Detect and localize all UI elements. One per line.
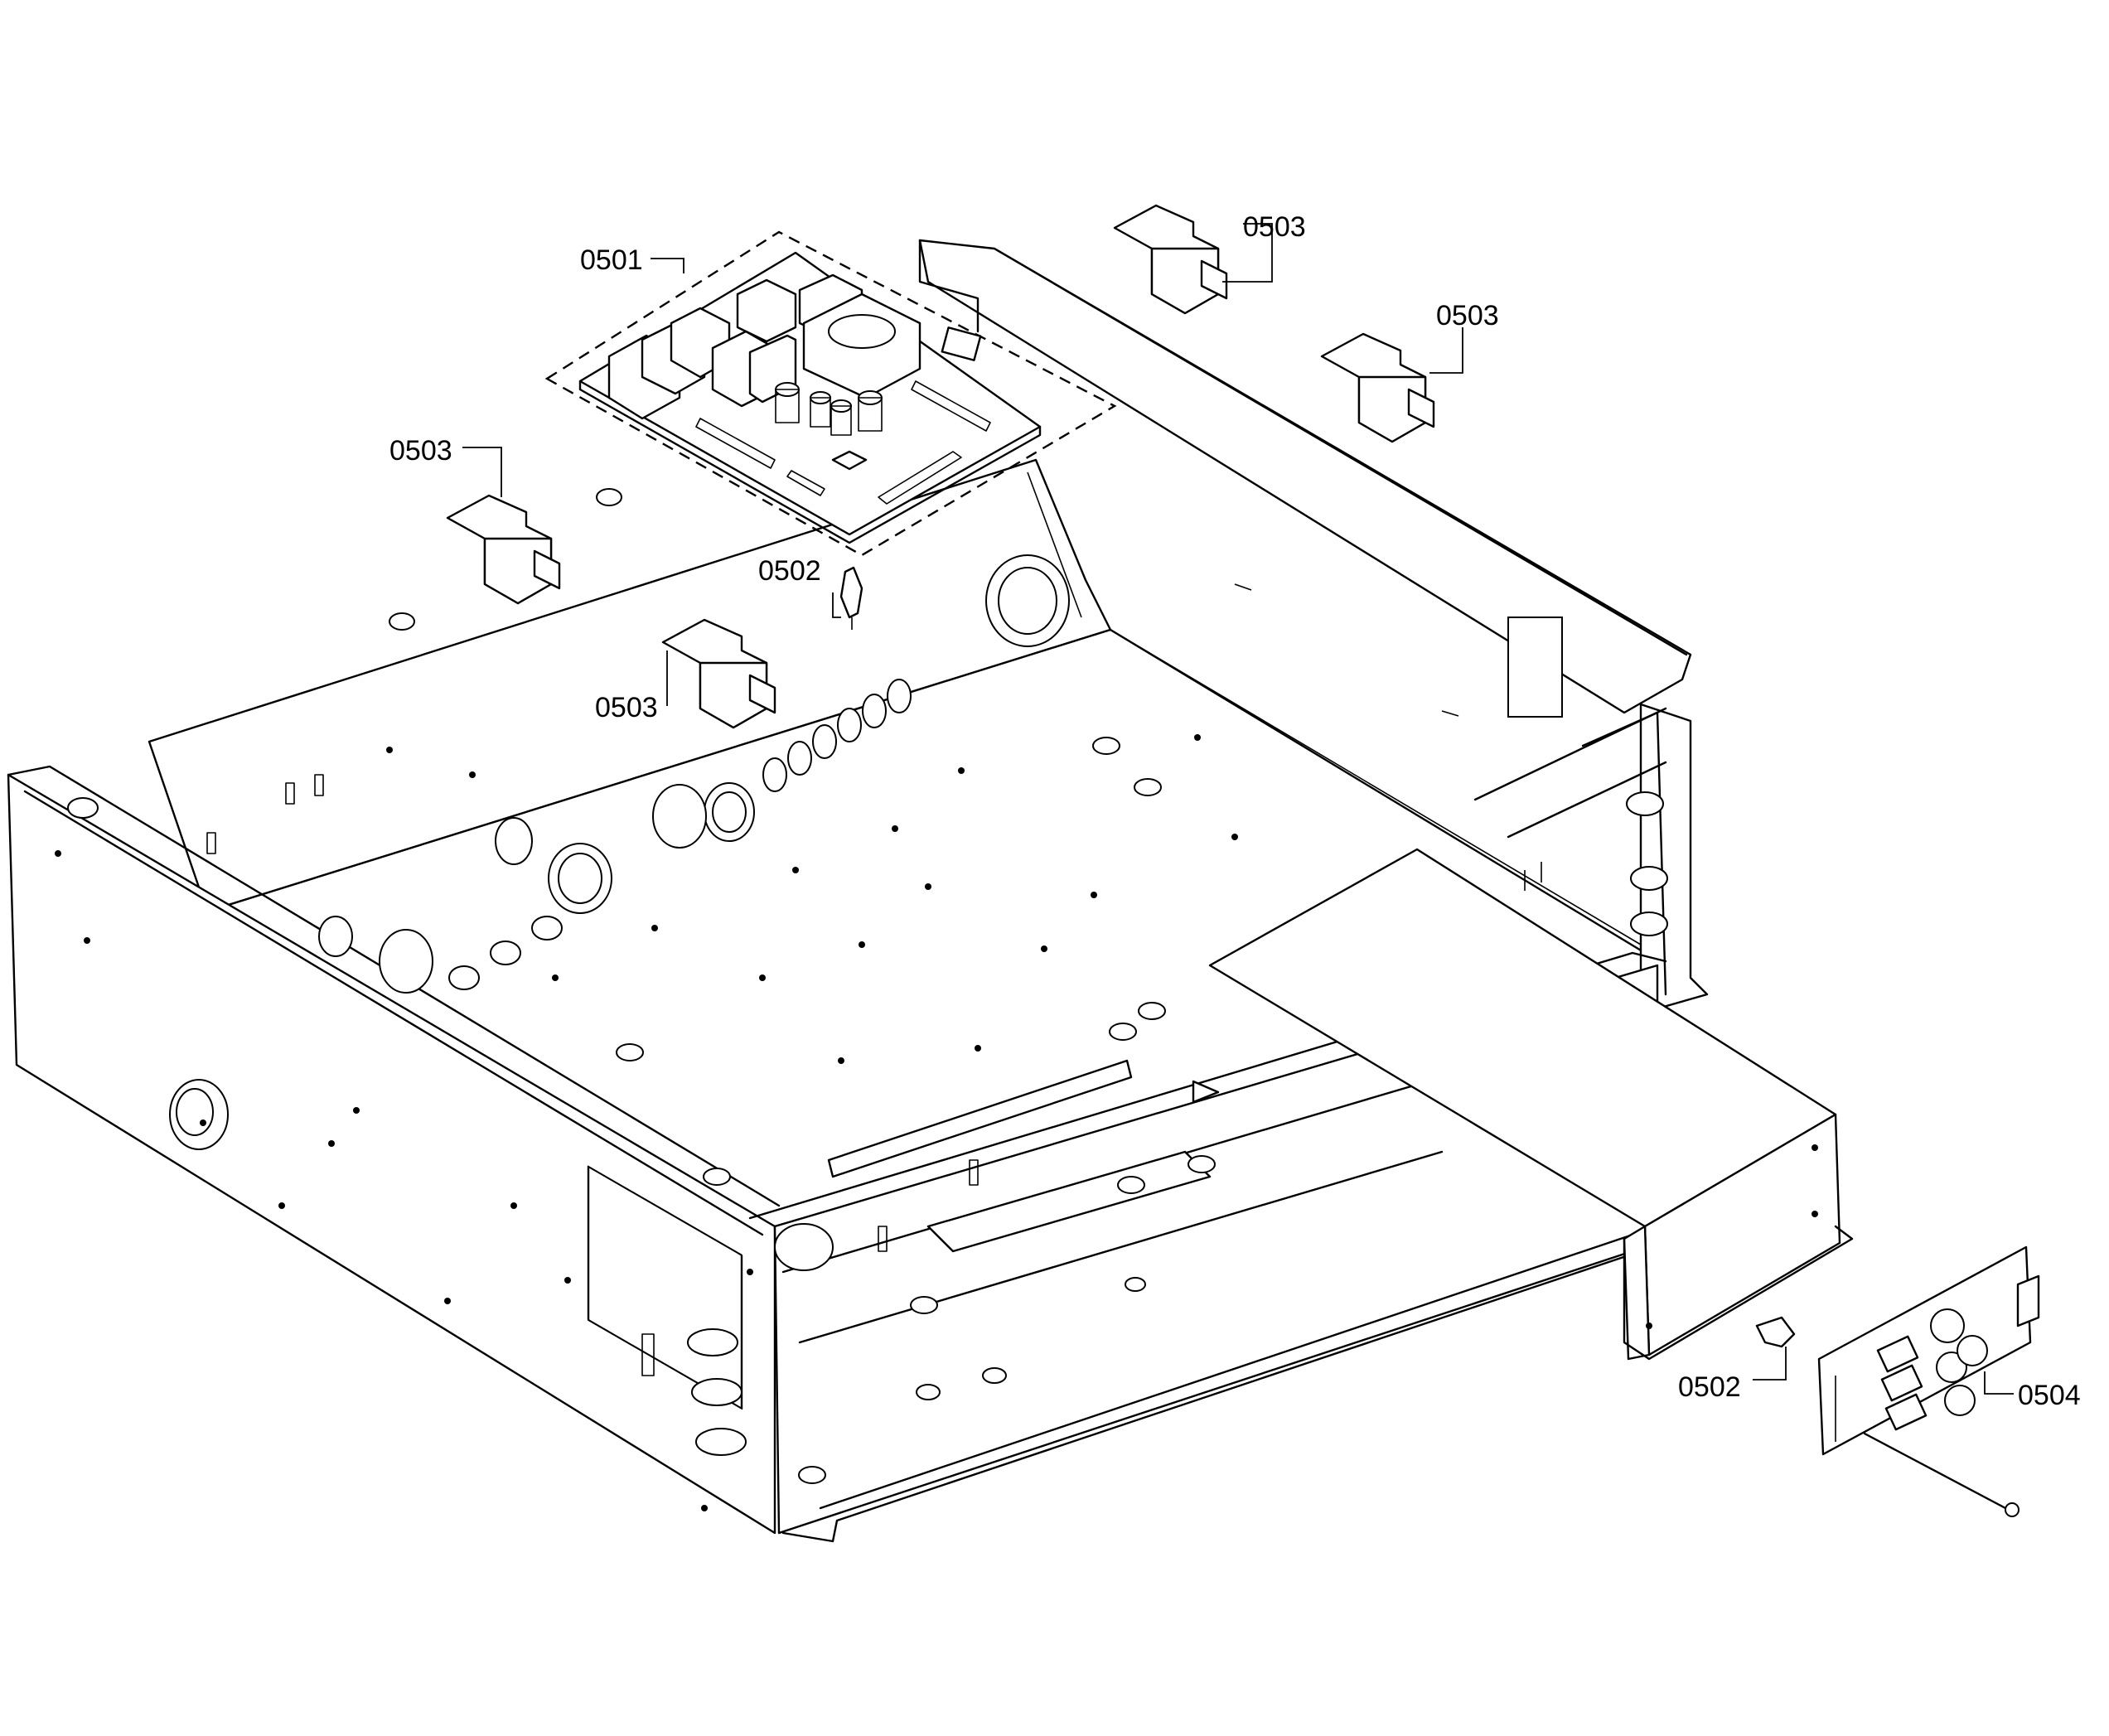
grommet-corner: [774, 1223, 834, 1271]
callout-0502-bottom: 0502: [1678, 1371, 1741, 1403]
board-outline-dashed: [544, 230, 1117, 557]
filter-board: [1817, 1245, 2040, 1517]
callout-0503-right: 0503: [1436, 300, 1499, 331]
callout-labels: 0501 0502 0502 0503 0503 0503 0503 0504: [389, 211, 2081, 1411]
callout-0503-top-right: 0503: [1243, 211, 1306, 243]
filter-pcb: [1817, 1245, 2032, 1456]
spacer-clip-bottom: [1755, 1316, 1796, 1348]
relay-left: [446, 494, 561, 605]
callout-0502-top: 0502: [758, 555, 821, 587]
chassis: [7, 239, 1709, 1543]
right-side-wall: [1639, 703, 1709, 1013]
callout-0504: 0504: [2018, 1380, 2081, 1411]
spacer-clip-top: [839, 566, 863, 630]
relay-top-right: [1113, 204, 1228, 315]
left-front-wall: [7, 773, 776, 1535]
relay-right: [1320, 332, 1435, 443]
callout-0501: 0501: [580, 244, 643, 276]
relay-center: [661, 618, 776, 729]
control-board: [544, 230, 1117, 557]
callout-0503-left: 0503: [389, 435, 452, 467]
cover-panel: [1208, 848, 1854, 1361]
callout-leaders: [462, 223, 2014, 1395]
board-relays: [607, 273, 863, 420]
callout-0503-center: 0503: [595, 692, 658, 723]
